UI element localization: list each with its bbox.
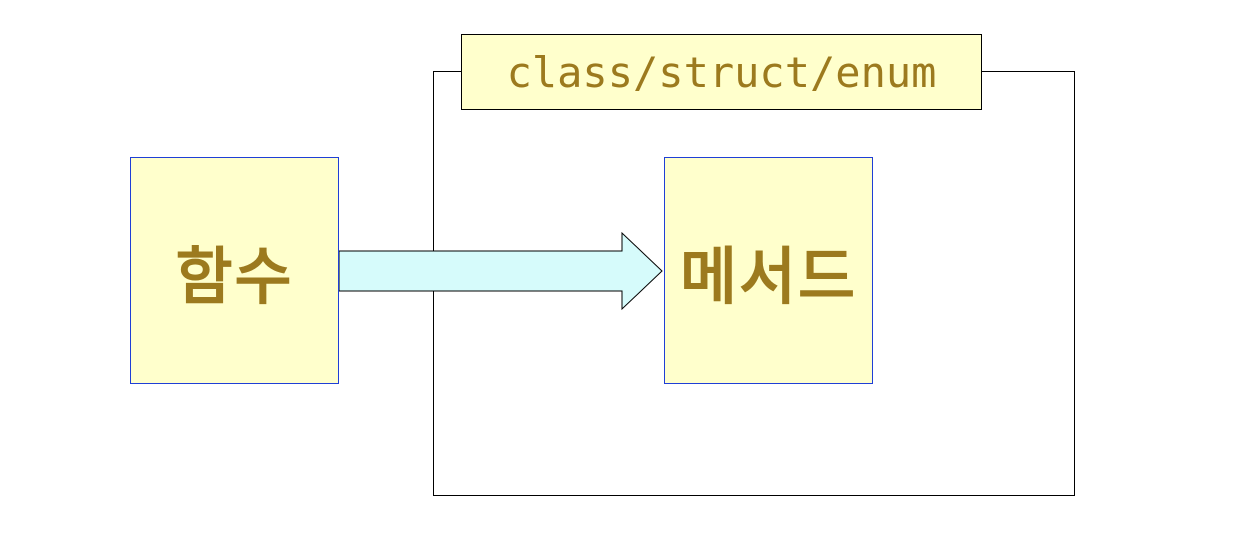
method-label: 메서드 <box>679 239 858 313</box>
function-label: 함수 <box>175 239 294 313</box>
function-box: 함수 <box>130 157 339 384</box>
method-box: 메서드 <box>664 157 873 384</box>
container-label: class/struct/enum <box>461 34 982 110</box>
